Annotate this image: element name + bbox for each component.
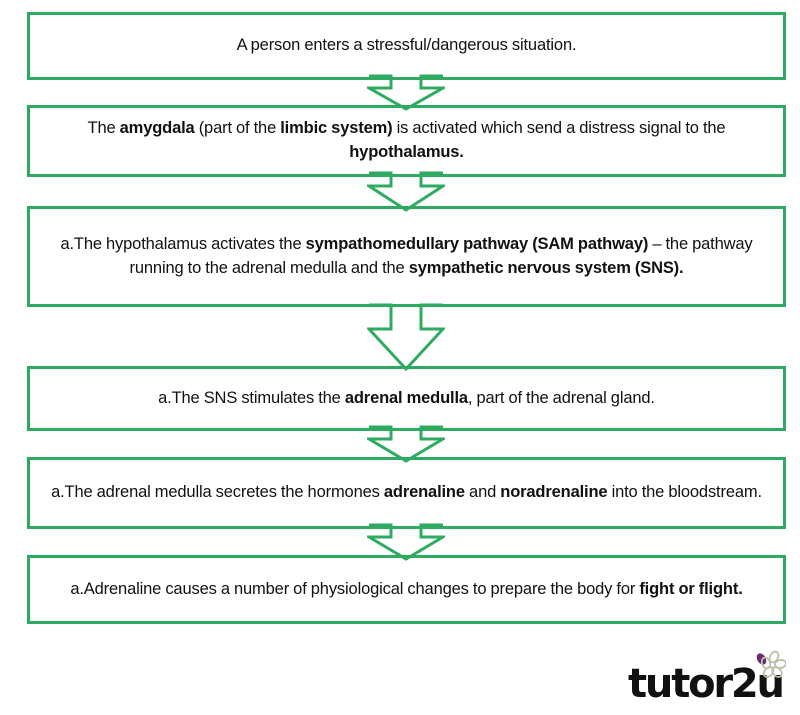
brand-wordmark: tutor2u	[628, 661, 785, 707]
flow-step-text-4: a.The SNS stimulates the adrenal medulla…	[158, 388, 655, 407]
flow-step-text-5: a.The adrenal medulla secretes the hormo…	[51, 483, 762, 502]
flow-step-text-2: The amygdala (part of the limbic system)…	[87, 119, 726, 161]
down-arrow-icon	[367, 74, 445, 111]
flow-step-box-3: a.The hypothalamus activates the sympath…	[27, 206, 786, 307]
flow-step-text-6: a.Adrenaline causes a number of physiolo…	[70, 579, 743, 598]
flow-step-text-1: A person enters a stressful/dangerous si…	[236, 36, 577, 55]
flow-step-text-3: a.The hypothalamus activates the sympath…	[60, 234, 753, 277]
flow-step-box-4: a.The SNS stimulates the adrenal medulla…	[27, 366, 786, 431]
down-arrow-icon	[367, 171, 445, 212]
flow-step-box-1: A person enters a stressful/dangerous si…	[27, 12, 786, 80]
flow-step-box-2: The amygdala (part of the limbic system)…	[27, 105, 786, 177]
brand-logo: tutor2u	[628, 650, 788, 706]
down-arrow-icon	[367, 523, 445, 561]
down-arrow-icon	[367, 425, 445, 463]
flower-icon	[756, 650, 786, 678]
flow-step-box-6: a.Adrenaline causes a number of physiolo…	[27, 555, 786, 624]
flow-step-box-5: a.The adrenal medulla secretes the hormo…	[27, 457, 786, 529]
down-arrow-icon	[367, 303, 445, 371]
